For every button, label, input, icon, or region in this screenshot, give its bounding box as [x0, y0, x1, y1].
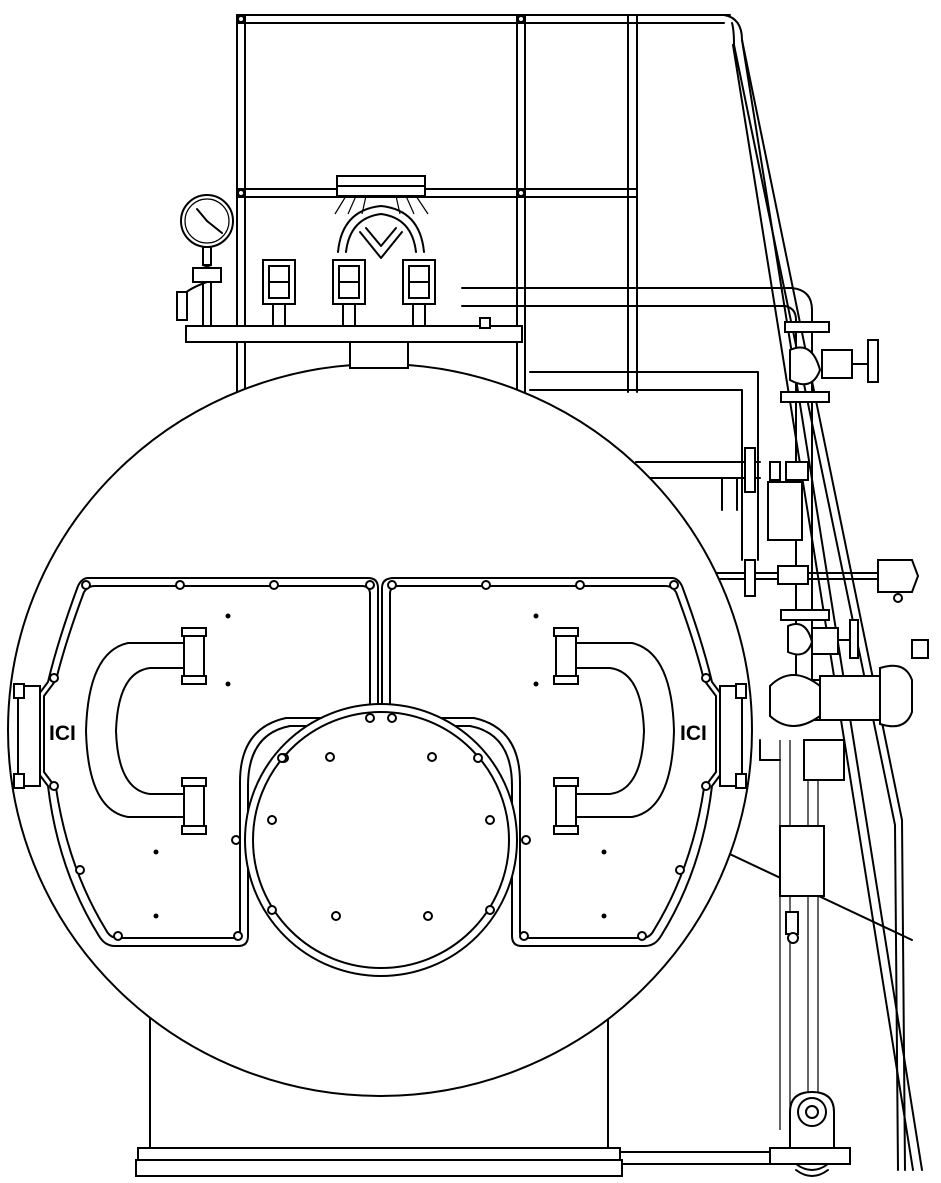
boiler-base — [135, 1009, 623, 1177]
right-door-logo: ICI — [680, 722, 707, 745]
pressure-gauge-icon — [176, 194, 234, 327]
right-front-door: ICI — [381, 577, 747, 947]
top-frame — [236, 14, 731, 393]
left-door-logo: ICI — [49, 722, 76, 745]
central-manway — [244, 703, 518, 977]
pressure-switch-icon — [332, 259, 366, 327]
actuator-icon — [769, 639, 929, 728]
gate-valve-icon — [789, 339, 879, 386]
top-inspection-hatch — [334, 175, 429, 259]
pressure-switch-icon — [402, 259, 436, 327]
piping-assembly — [461, 287, 929, 1130]
top-manifold — [185, 317, 523, 369]
door-bolts — [49, 580, 711, 941]
pump-icon — [607, 1090, 851, 1177]
pressure-switch-icon — [262, 259, 296, 327]
access-ladder-rail — [699, 14, 923, 1171]
gate-valve-icon — [787, 619, 859, 659]
door-fasteners — [153, 613, 607, 919]
